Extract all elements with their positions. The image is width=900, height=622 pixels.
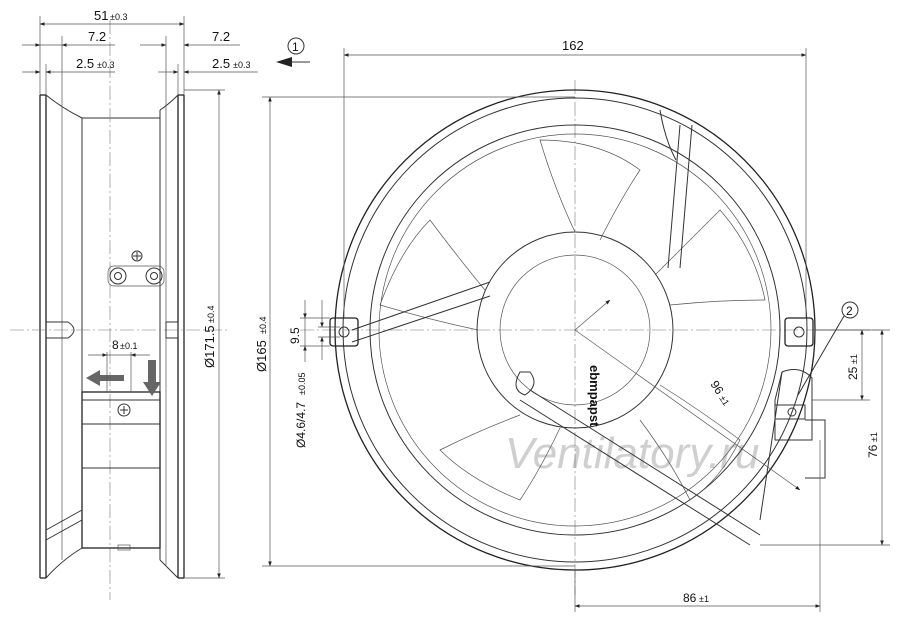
dim-86-tol: ±1	[699, 594, 709, 604]
dim-25: 25	[846, 366, 860, 380]
dim-76-tol: ±1	[869, 432, 879, 442]
dim-76: 76	[866, 444, 880, 458]
rotation-arrow-icon	[143, 360, 161, 396]
dim-diameter-4-6-tol: ±0.05	[297, 373, 307, 395]
callout-2-label: 2	[846, 304, 853, 318]
dim-2-5-left-tol: ±0.3	[97, 60, 114, 70]
dim-25-tol: ±1	[849, 354, 859, 364]
side-view-dimensions: 51 ±0.3 7.2 7.2 2.5 ±0.3 2.5 ±0.3 8 ±0.1…	[22, 8, 258, 579]
dim-diameter-165: Ø165	[254, 340, 269, 372]
dim-2-5-right: 2.5	[212, 56, 230, 71]
dim-86: 86	[683, 591, 697, 605]
callout-1-label: 1	[292, 40, 299, 54]
callout-1: 1	[276, 37, 310, 67]
dim-7-2-left: 7.2	[88, 29, 106, 44]
airflow-arrow-icon	[86, 370, 124, 386]
dim-8-tol: ±0.1	[120, 341, 137, 351]
dim-51: 51	[94, 8, 108, 23]
dim-2-5-right-tol: ±0.3	[233, 60, 250, 70]
front-view	[300, 80, 880, 595]
dim-162: 162	[562, 38, 584, 53]
dim-radius-96-tol: ±1	[717, 394, 731, 408]
dim-diameter-171-5-tol: ±0.4	[206, 306, 216, 323]
side-view	[10, 20, 230, 600]
callout-2: 2	[797, 301, 859, 396]
dim-2-5-left: 2.5	[76, 56, 94, 71]
dim-51-tol: ±0.3	[110, 12, 127, 22]
dim-diameter-165-tol: ±0.4	[258, 317, 268, 334]
front-view-dimensions: 162 Ø165 ±0.4 9.5 Ø4.6/4.7 ±0.05 96 ±1 2…	[254, 38, 890, 612]
dim-7-2-right: 7.2	[212, 29, 230, 44]
dim-diameter-171-5: Ø171.5	[202, 325, 217, 368]
brand-label: ebmpapst	[587, 365, 602, 427]
dim-diameter-4-6: Ø4.6/4.7	[294, 402, 308, 448]
dim-9-5: 9.5	[288, 327, 302, 344]
dim-8: 8	[112, 338, 119, 352]
